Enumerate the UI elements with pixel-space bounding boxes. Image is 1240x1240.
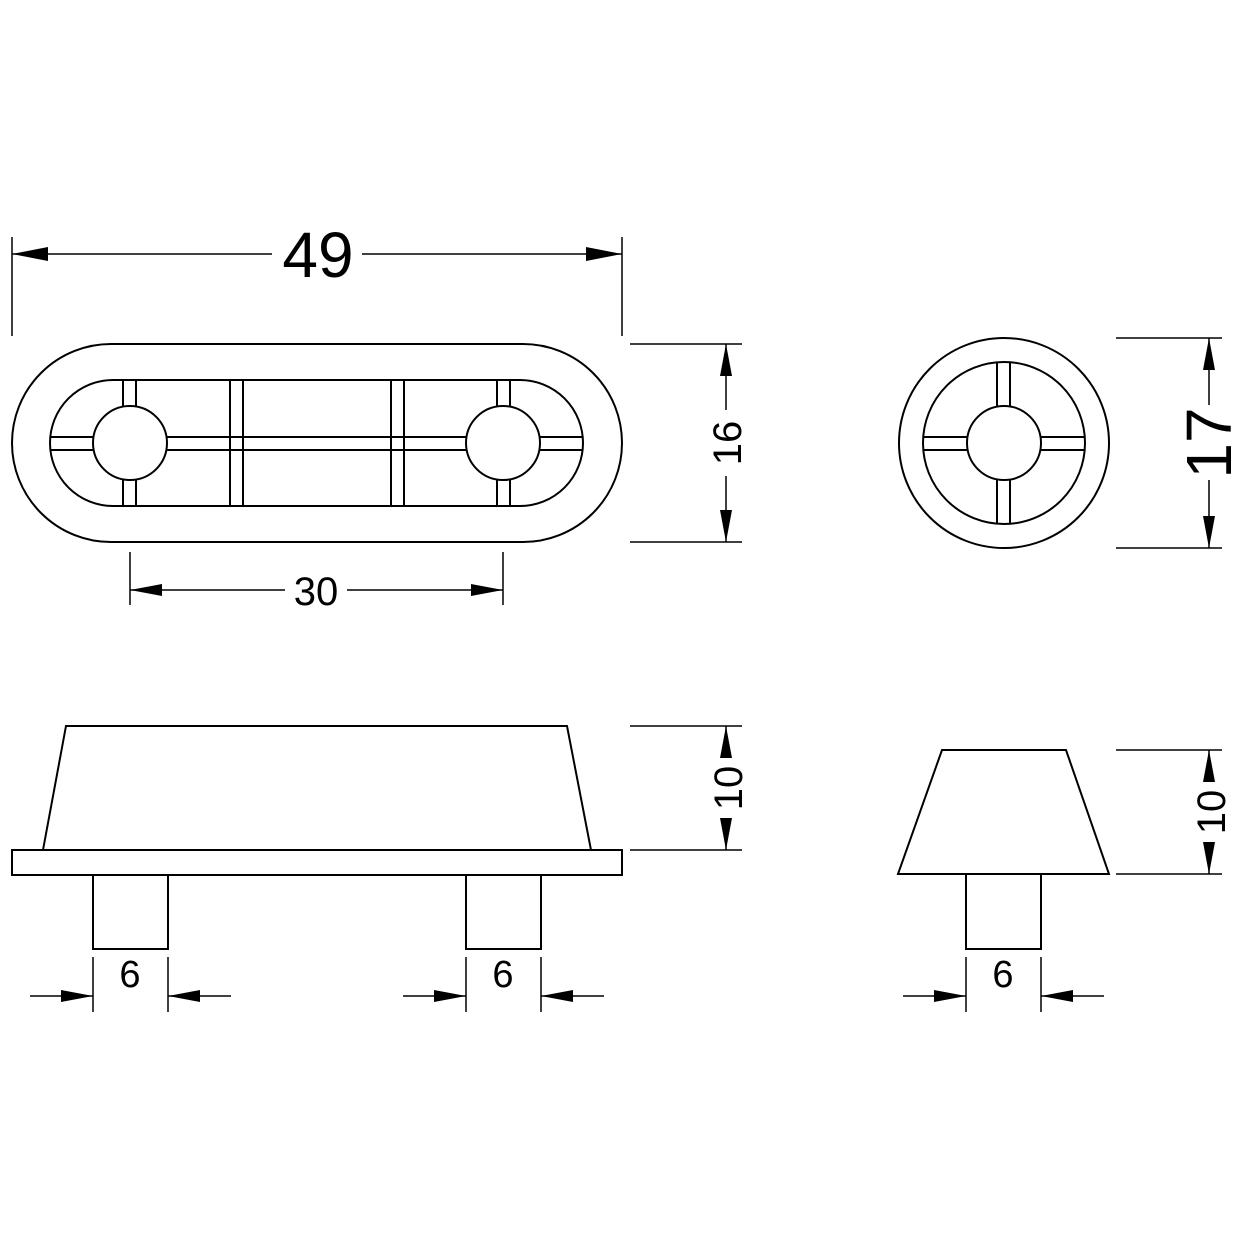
dimension-label-6-right: 6 (992, 954, 1013, 996)
dimension-label-10-right: 10 (1190, 790, 1234, 835)
side-view-round-part (896, 749, 1111, 950)
side-view-round-body (896, 749, 1111, 875)
side-view-oval-body (41, 725, 593, 851)
dimension-label-49: 49 (282, 219, 353, 291)
oval-left-hole (92, 405, 168, 481)
side-view-oval-flange (11, 849, 623, 876)
dimension-top-length: 49 (11, 219, 623, 336)
side-view-left-pin (92, 874, 169, 950)
dimension-label-17: 17 (1173, 407, 1240, 478)
oval-outer-outline (11, 343, 623, 543)
oval-inner-outline (49, 379, 584, 507)
dimension-top-height: 16 (630, 343, 750, 543)
dimension-label-16: 16 (706, 421, 750, 466)
side-view-right-pin (465, 874, 542, 950)
dimension-pin-width-right: 6 (903, 954, 1104, 1012)
top-view-oval-part (11, 343, 623, 543)
dimension-side-height-left: 10 (630, 725, 751, 851)
round-inner-outline (922, 361, 1086, 525)
side-view-round-pin (965, 873, 1042, 950)
dimension-side-height-right: 10 (1116, 749, 1234, 875)
dimension-label-6-left: 6 (119, 954, 140, 996)
dimension-label-10-left: 10 (707, 766, 751, 811)
top-view-round-part (898, 337, 1110, 549)
oval-right-hole (465, 405, 541, 481)
dimension-pin-width-left: 6 (30, 954, 231, 1012)
dimension-label-6-middle: 6 (492, 954, 513, 996)
dimension-hole-spacing: 30 (129, 552, 504, 614)
dimension-pin-width-middle: 6 (403, 954, 604, 1012)
dimension-label-30: 30 (294, 570, 339, 614)
side-view-oval-part (11, 725, 623, 950)
dimension-round-diameter: 17 (1116, 337, 1240, 549)
round-center-hole (966, 405, 1042, 481)
